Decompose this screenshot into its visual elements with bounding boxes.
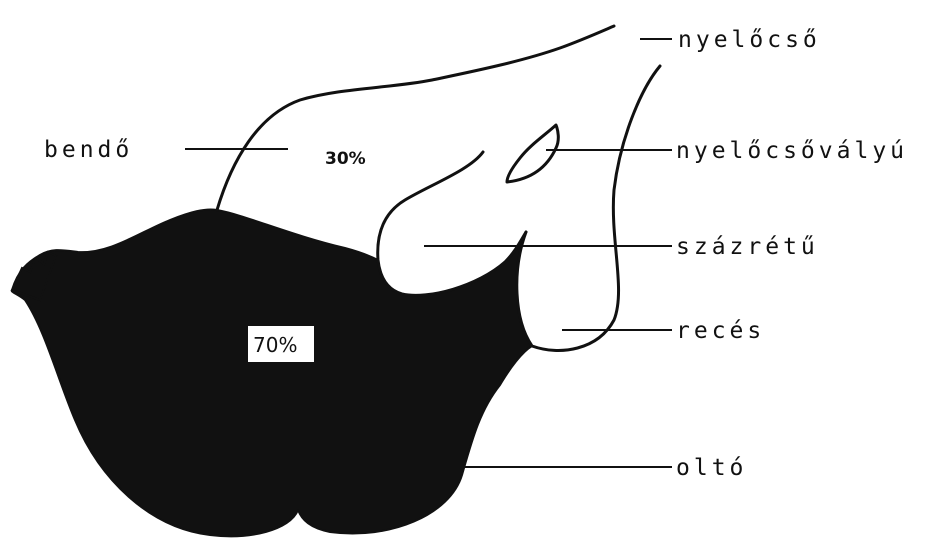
abomasum-percent: 70%: [253, 333, 297, 357]
label-esophagus: nyelőcső: [678, 27, 821, 53]
rumen-percent: 30%: [325, 149, 366, 169]
reticulum-outline: [517, 66, 660, 350]
label-esophageal-groove: nyelőcsővályú: [676, 138, 908, 164]
label-abomasum: oltó: [676, 455, 747, 481]
label-rumen: bendő: [44, 137, 133, 163]
esophageal-groove-outline: [507, 125, 558, 182]
label-reticulum: recés: [676, 318, 765, 344]
rumen-outline: [217, 26, 614, 210]
abomasum-shape: [12, 209, 532, 536]
label-omasum: százrétű: [676, 234, 819, 260]
